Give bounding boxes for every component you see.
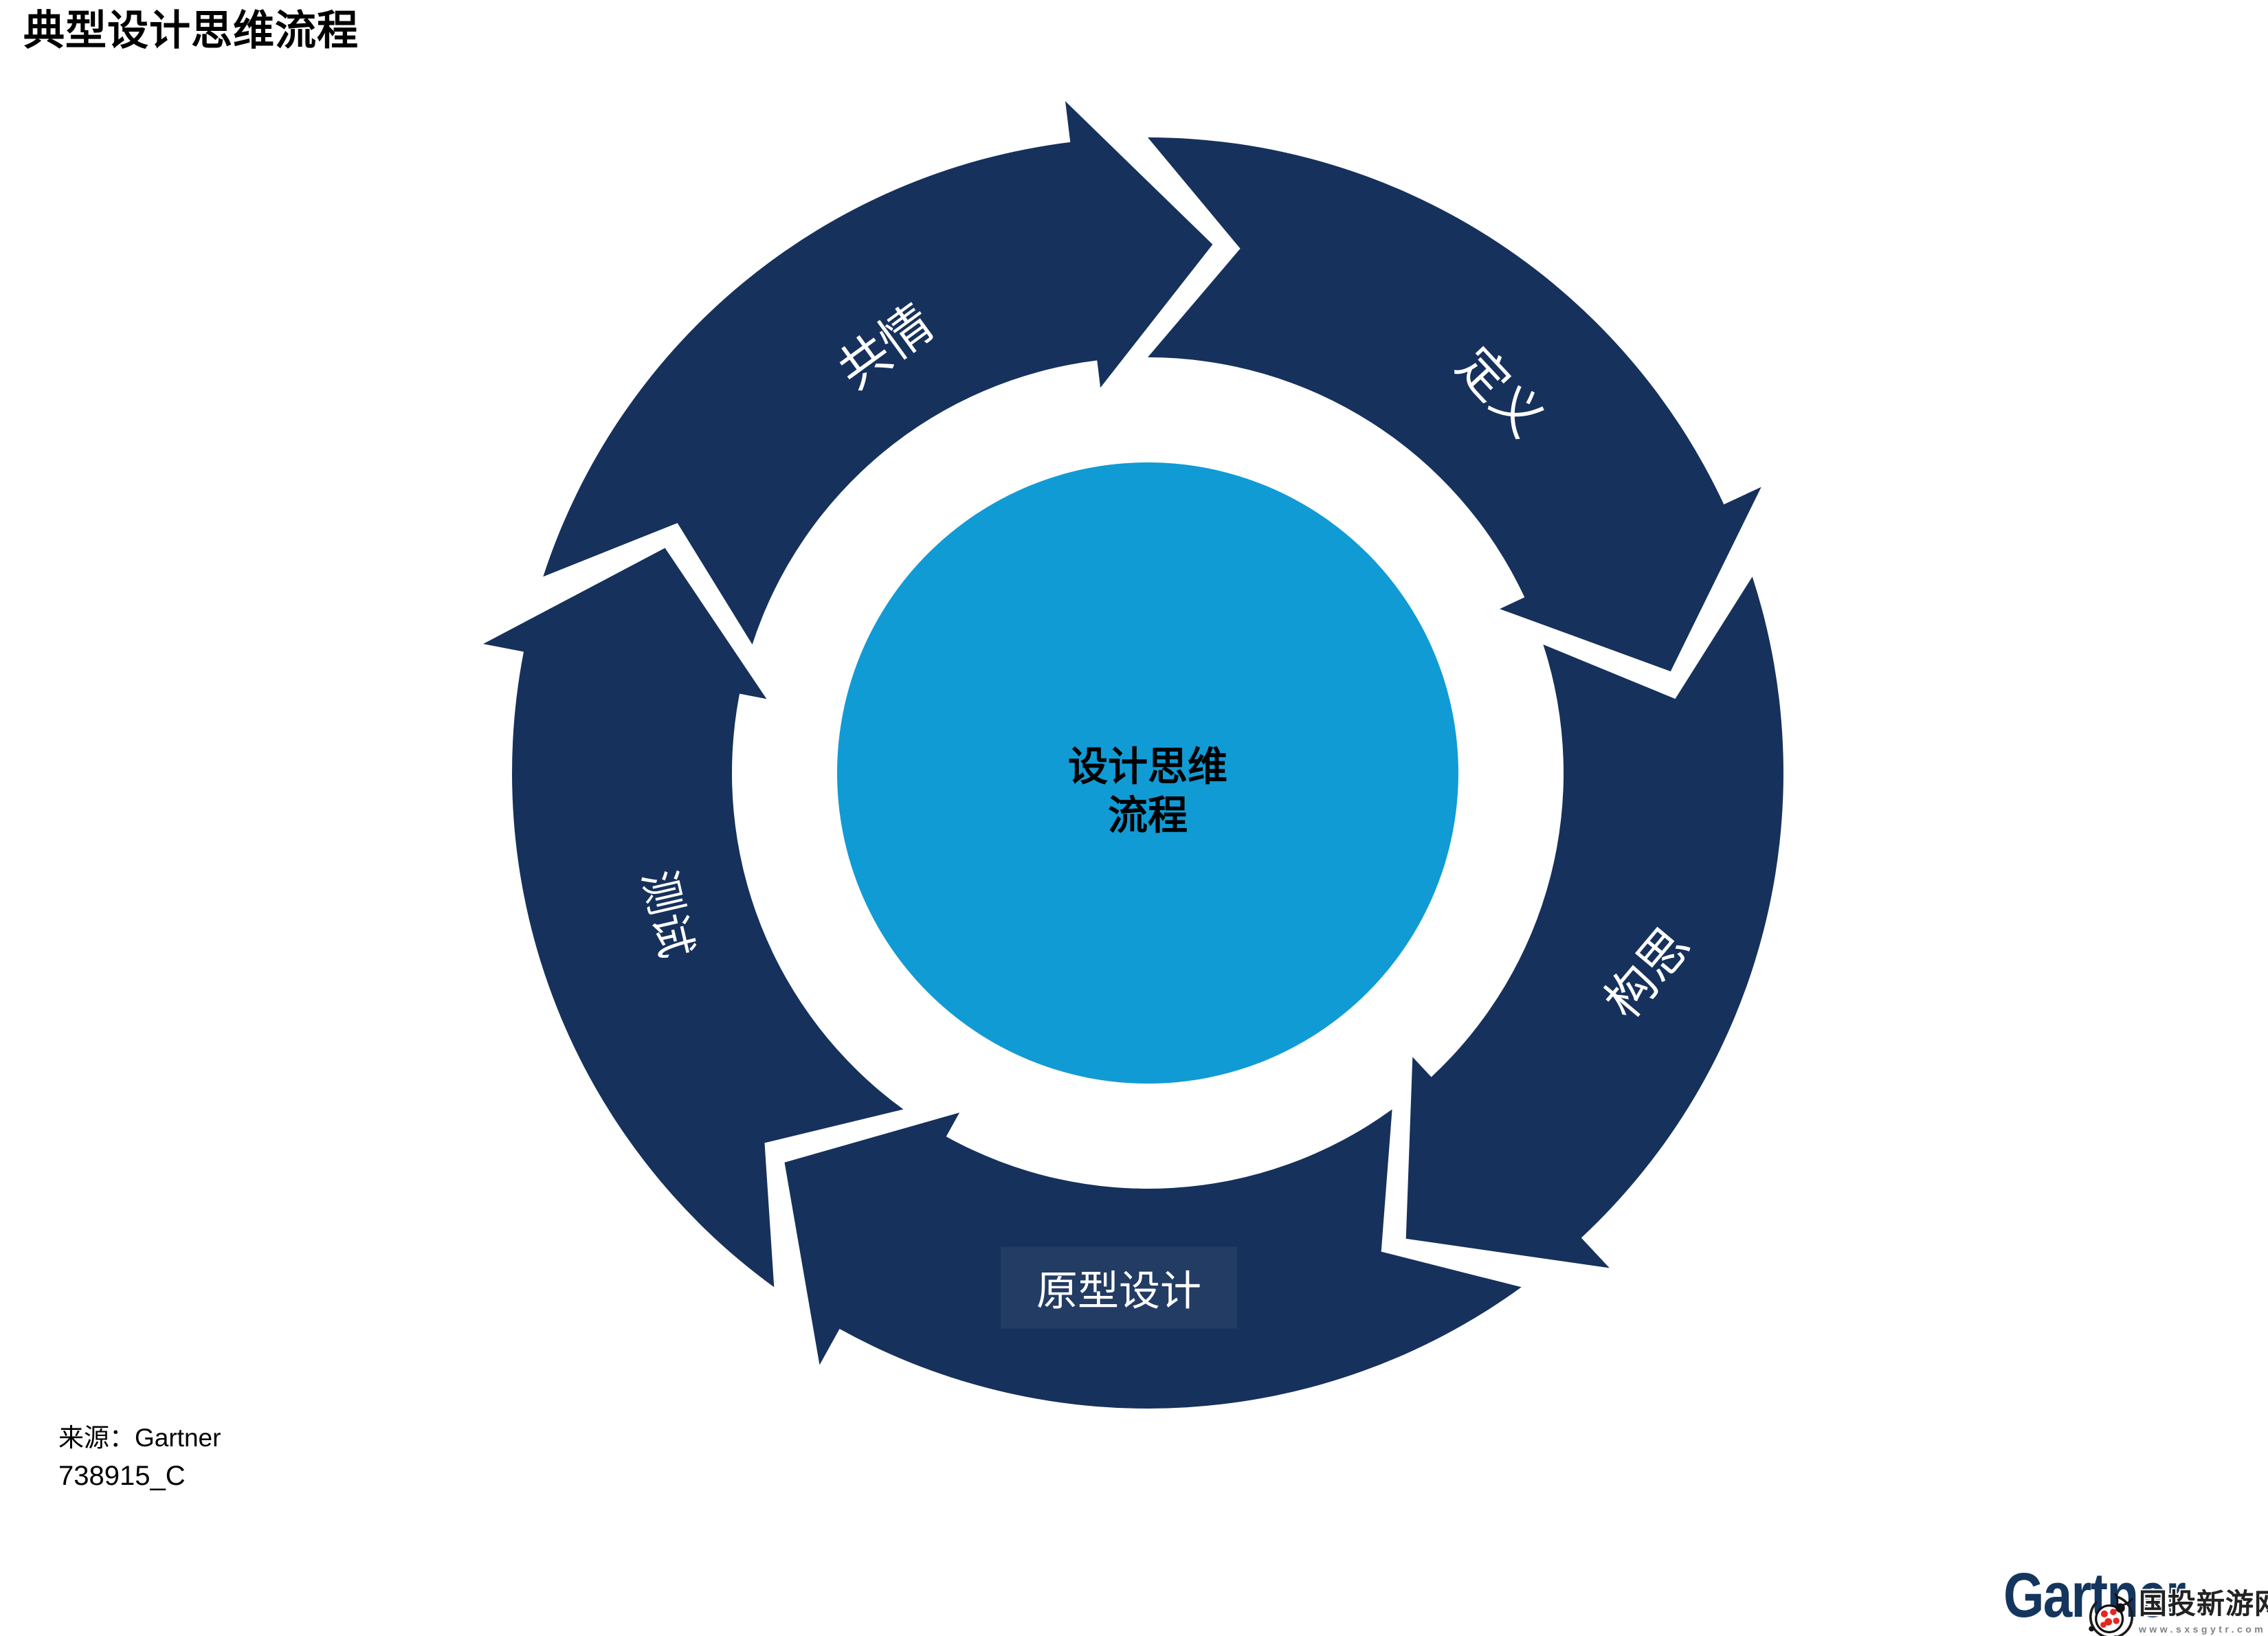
source-line: 来源：Gartner [58,1417,221,1454]
watermark: 国投新游网 www.sxsgytr.com [2087,1580,2268,1636]
stage-label-ideate: 构思 [1594,917,1701,1029]
doc-id: 738915_C [58,1461,186,1491]
center-label-line1: 设计思维 [1067,744,1228,789]
page-title: 典型设计思维流程 [23,8,359,54]
cycle-arrow-test [483,548,904,1288]
source-prefix: 来源： [58,1424,135,1453]
center-label: 设计思维 流程 [1068,743,1227,840]
cycle-arrow-define [1148,137,1761,672]
cycle-arrow-empathize [543,101,1213,645]
center-label-line2: 流程 [1107,793,1188,838]
watermark-site-name: 国投新游网 [2139,1588,2268,1620]
stage-label-test: 测试 [633,865,701,963]
stage-label-empathize: 共情 [828,295,944,401]
cycle-arrow-prototype [784,1109,1522,1409]
gartner-logo-text: Gartner [2003,1560,2186,1631]
stage-label-define: 定义 [1446,337,1554,448]
center-circle [837,462,1458,1084]
watermark-site-url: www.sxsgytr.com [2139,1624,2267,1635]
cycle-arrows [483,101,1783,1409]
stage-label-prototype: 原型设计 [1001,1246,1237,1329]
source-name: Gartner [135,1424,221,1452]
cycle-arrow-ideate [1405,576,1783,1268]
ladybug-logo-icon [2089,1593,2134,1636]
watermark-text: 国投新游网 www.sxsgytr.com [2139,1580,2268,1635]
